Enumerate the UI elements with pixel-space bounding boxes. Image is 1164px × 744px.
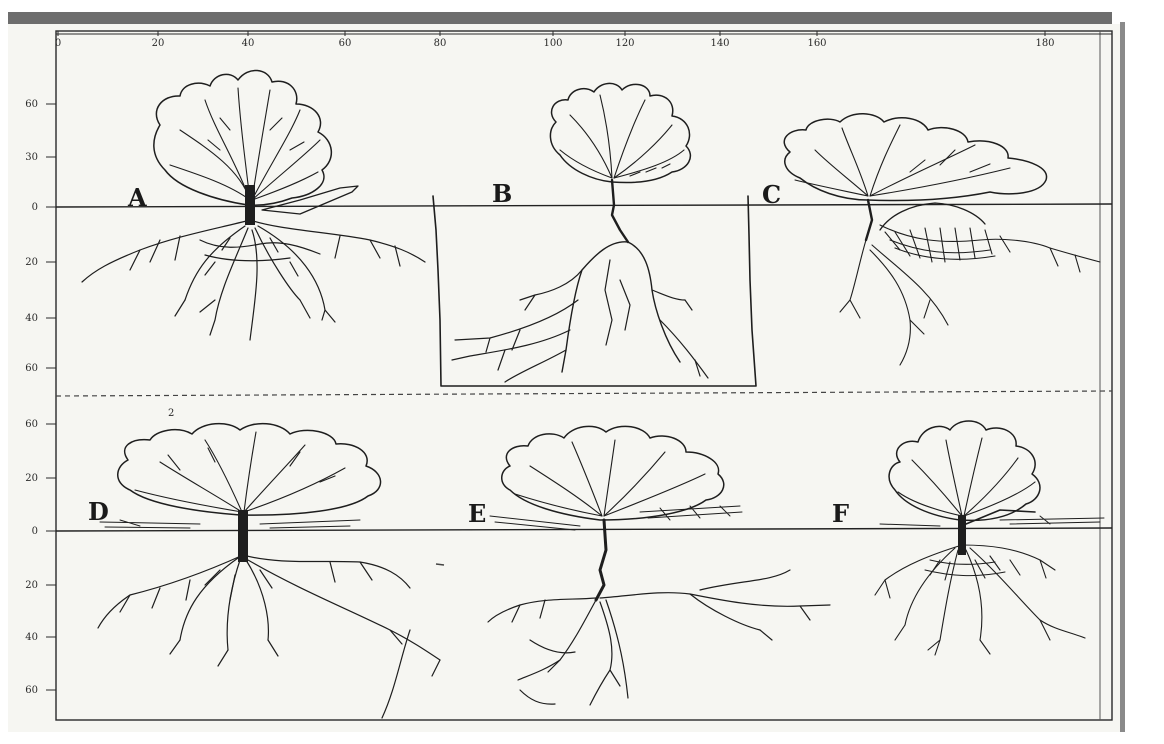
top-axis-tick-label: 20 <box>152 38 165 49</box>
top-axis-tick-label: 160 <box>807 38 826 49</box>
left-axis-lower-tick-label: 60 <box>25 685 38 696</box>
stem-d <box>238 510 248 562</box>
paper-sheet <box>8 24 1120 732</box>
top-axis-tick-label: 0 <box>55 38 61 49</box>
left-axis-lower-tick-label: 40 <box>25 632 38 643</box>
stray-dash <box>436 564 444 565</box>
stray-mark: 2 <box>168 408 174 419</box>
top-axis-tick-label: 140 <box>710 38 729 49</box>
panel-label-c: C <box>762 180 781 209</box>
panel-label-f: F <box>832 499 849 528</box>
left-axis-upper-tick-label: 60 <box>25 99 38 110</box>
left-axis-lower-tick-label: 0 <box>32 526 38 537</box>
right-shadow-bar <box>1120 22 1125 732</box>
left-axis-lower-tick-label: 60 <box>25 419 38 430</box>
left-axis-upper-tick-label: 0 <box>32 202 38 213</box>
top-axis-tick-label: 40 <box>242 38 255 49</box>
left-axis-lower-tick-label: 20 <box>25 473 38 484</box>
top-axis-tick-label: 60 <box>339 38 352 49</box>
top-axis-tick-label: 120 <box>615 38 634 49</box>
panel-label-b: B <box>492 179 512 208</box>
left-axis-lower-tick-label: 20 <box>25 580 38 591</box>
top-shadow-bar <box>8 12 1112 24</box>
top-axis-tick-label: 180 <box>1035 38 1054 49</box>
top-axis-tick-label: 100 <box>543 38 562 49</box>
left-axis-upper-tick-label: 30 <box>25 152 38 163</box>
top-axis-tick-label: 80 <box>434 38 447 49</box>
stem-f <box>958 515 966 555</box>
left-axis-upper-tick-label: 60 <box>25 363 38 374</box>
stem-a <box>245 185 255 225</box>
panel-label-d: D <box>88 497 109 526</box>
panel-label-a: A <box>127 183 147 212</box>
left-axis-upper-tick-label: 20 <box>25 257 38 268</box>
left-axis-upper-tick-label: 40 <box>25 313 38 324</box>
panel-label-e: E <box>468 499 486 528</box>
